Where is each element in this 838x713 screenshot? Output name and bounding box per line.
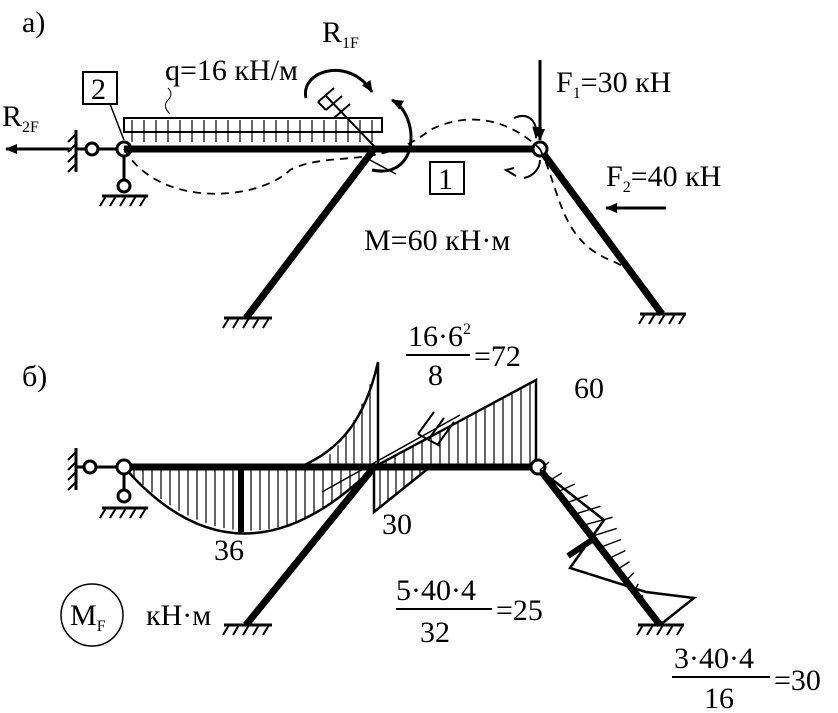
svg-text:1: 1 — [438, 163, 453, 196]
hatch-line — [599, 538, 622, 549]
hatch-line — [574, 505, 601, 515]
hatch-line — [633, 583, 639, 593]
moment-right-leg — [539, 461, 698, 626]
applied-moment: M=60 кН·м — [364, 98, 510, 257]
hatch-line — [565, 494, 588, 504]
joint-sign-b — [417, 411, 455, 447]
hatch-line — [625, 572, 635, 582]
value-36: 36 — [214, 534, 244, 567]
svg-text:2: 2 — [91, 73, 106, 106]
diagram-label-mf: MF кН·м — [60, 583, 211, 647]
svg-text:=30: =30 — [774, 664, 821, 697]
left-column — [222, 146, 377, 329]
box-2: 2 — [82, 71, 125, 141]
moment-parabola — [121, 465, 378, 535]
formula-30: 3·40·4 16 =30 — [672, 642, 821, 713]
hatch-line — [591, 527, 617, 538]
part-a-label: а) — [22, 6, 45, 39]
svg-text:=72: =72 — [474, 340, 521, 373]
svg-text:5·40·4: 5·40·4 — [396, 574, 476, 607]
r2f-label: R2F — [2, 100, 39, 136]
frame-b — [67, 414, 684, 636]
force-f1: F1=30 кН — [535, 60, 671, 141]
force-f2: F2=40 кН — [605, 160, 721, 213]
svg-text:3·40·4: 3·40·4 — [674, 642, 754, 675]
f2-label: F2=40 кН — [606, 160, 721, 196]
box-1: 1 — [429, 161, 465, 196]
part-b-moment-diagram: б) — [22, 320, 821, 713]
svg-text:MF: MF — [70, 599, 106, 635]
moment-joint-triangle — [372, 466, 431, 515]
deformed-shape — [123, 118, 663, 315]
svg-text:16: 16 — [704, 682, 734, 713]
hatch-line — [646, 605, 653, 615]
svg-text:32: 32 — [420, 616, 450, 649]
hatch-line — [548, 472, 563, 482]
part-a-scheme: а) R2F — [2, 6, 721, 329]
left-wall-support — [67, 130, 118, 173]
part-b-label: б) — [22, 360, 47, 393]
r1f-label: R1F — [322, 16, 359, 52]
hatch-line — [539, 461, 550, 471]
hatch-line — [608, 549, 626, 560]
q-label: q=16 кН/м — [165, 54, 298, 87]
right-leg — [531, 140, 686, 325]
moment-spike-left — [299, 361, 380, 469]
value-60: 60 — [574, 372, 604, 405]
hatch-line — [616, 561, 630, 571]
hatch-line — [556, 483, 576, 493]
svg-text:=25: =25 — [496, 594, 543, 627]
hatch-line — [582, 516, 613, 527]
formula-25: 5·40·4 32 =25 — [396, 574, 543, 649]
svg-text:16·62: 16·62 — [408, 320, 471, 353]
reaction-r2f: R2F — [2, 100, 72, 154]
units-label: кН·м — [146, 599, 211, 632]
distributed-load: q=16 кН/м — [123, 54, 383, 142]
f1-label: F1=30 кН — [556, 66, 671, 102]
reaction-r1f: R1F — [304, 16, 375, 147]
formula-72: 16·62 8 =72 — [406, 320, 521, 392]
moment-label: M=60 кН·м — [364, 224, 510, 257]
moment-right-triangle — [373, 377, 538, 469]
svg-text:8: 8 — [428, 359, 443, 392]
value-30: 30 — [382, 508, 412, 541]
